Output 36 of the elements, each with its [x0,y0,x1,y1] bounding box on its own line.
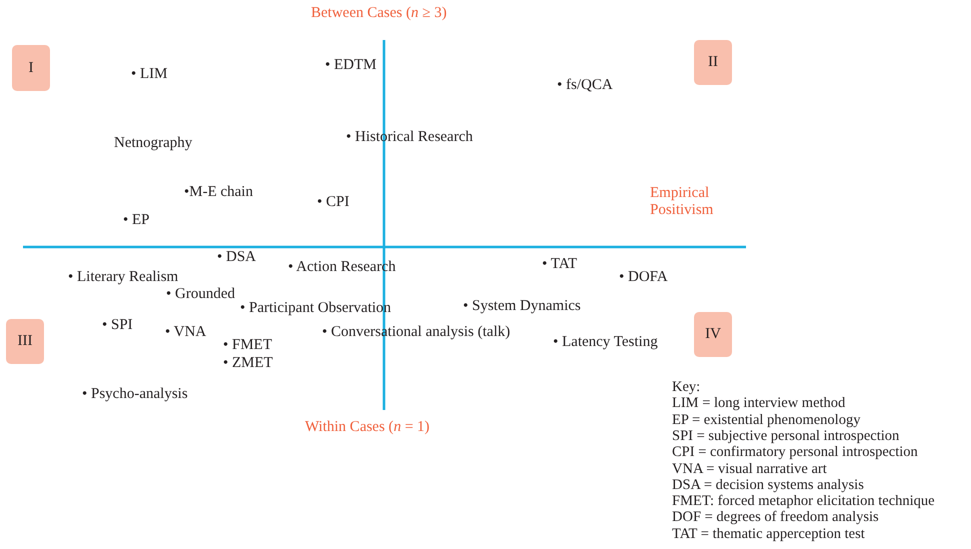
method-label: • System Dynamics [463,298,581,315]
axis-label: Within Cases (n = 1) [305,419,430,436]
key-entry: DSA = decision systems analysis [672,476,864,494]
method-label: •M-E chain [184,184,253,201]
method-label: • EP [123,212,150,229]
method-label: • TAT [542,256,578,273]
method-label: Netnography [114,135,192,152]
quadrant-badge: I [12,45,50,91]
method-label: • VNA [165,324,206,341]
method-label: • CPI [317,194,350,211]
method-label: • fs/QCA [557,77,613,94]
method-label: • Literary Realism [68,269,178,286]
key-entry: CPI = confirmatory personal introspection [672,444,918,460]
method-label: • DOFA [619,269,668,286]
quadrant-badge: III [6,319,44,364]
key-entry: TAT = thematic apperception test [672,526,865,542]
method-label: • SPI [102,317,133,334]
method-label: • Latency Testing [553,334,658,351]
method-label: • Psycho-analysis [82,386,188,403]
method-label: • LIM [131,66,168,83]
key-entry: VNA = visual narrative art [672,460,827,477]
key-heading: Key: [672,379,700,396]
quadrant-badge: IV [694,312,732,357]
key-entry: EP = existential phenomenology [672,412,860,428]
key-entry: FMET: forced metaphor elicitation technique [672,493,935,510]
key-entry: LIM = long interview method [672,395,846,412]
quadrant-badge: II [694,40,732,85]
key-entry: DOF = degrees of freedom analysis [672,509,879,526]
axis-label: Between Cases (n ≥ 3) [311,5,447,22]
paradigm-label: Empirical Positivism [650,185,714,219]
method-label: • EDTM [325,57,376,74]
method-label: • DSA [217,249,256,266]
key-entry: SPI = subjective personal introspection [672,428,900,444]
method-label: • Grounded [166,286,235,303]
method-label: • FMET [223,337,272,354]
method-label: • ZMET [223,355,273,372]
